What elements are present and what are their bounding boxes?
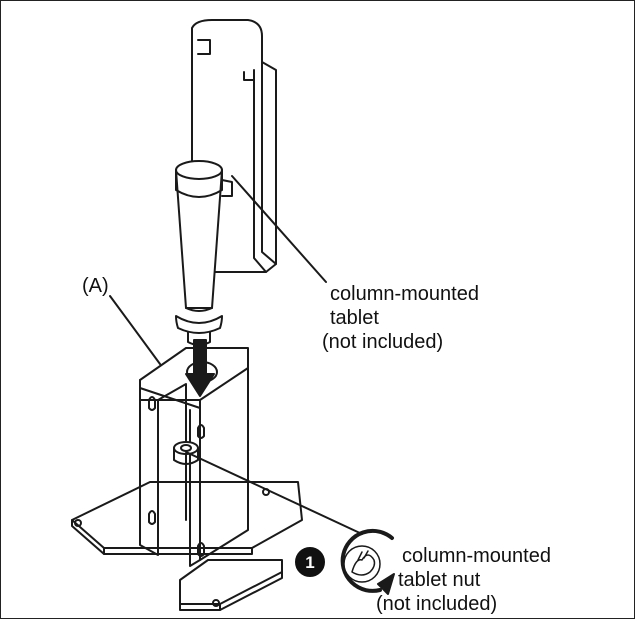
front-foot [179,559,283,611]
label-nut-line3: (not included) [376,593,497,615]
tighten-rotate-icon [340,528,395,595]
step-number: 1 [305,553,314,572]
column [175,160,233,346]
leader-a [109,295,161,365]
leader-tablet [231,175,327,283]
label-nut-line1: column-mounted [402,545,551,567]
label-tablet-line1: column-mounted [330,283,479,305]
label-tablet-line3: (not included) [322,331,443,353]
label-nut-line2: tablet nut [398,569,481,591]
base-hole [74,519,82,527]
insert-arrow [185,339,215,397]
step-badge: 1 [295,547,325,577]
label-part-a: (A) [82,275,109,297]
label-tablet-line2: tablet [330,307,379,329]
leader-nut [185,451,363,535]
tablet-nut [173,441,199,465]
foot-hole [212,599,220,607]
